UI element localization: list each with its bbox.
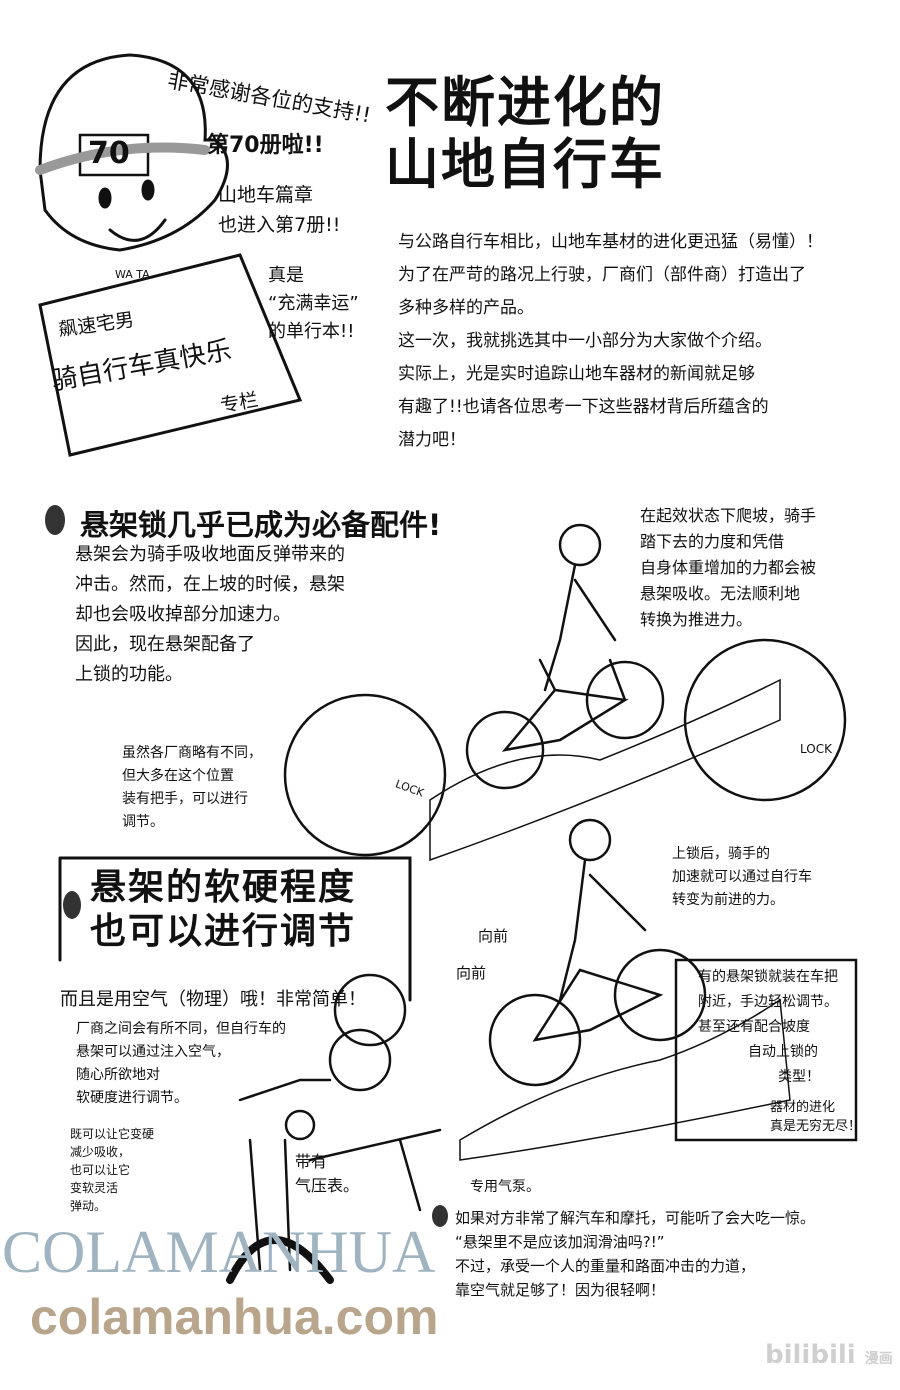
character-head — [38, 53, 229, 252]
section2-heading: 悬架的软硬程度 也可以进行调节 — [90, 866, 356, 954]
note-line: 带有 — [295, 1152, 328, 1171]
sign-board — [38, 253, 303, 457]
note-line: 转换为推进力。 — [640, 610, 753, 629]
intro-line: 多种多样的产品。 — [398, 298, 534, 318]
page-title: 不断进化的 山地自行车 — [385, 72, 665, 196]
body-line: 因此，现在悬架配备了 — [75, 634, 255, 655]
forward-label: 向前 — [478, 927, 509, 945]
intro-paragraph: 与公路自行车相比，山地车基材的进化更迅猛（易懂）！ 为了在严苛的路况上行驶，厂商… — [398, 226, 823, 457]
bike-locked-illustration — [459, 818, 791, 1161]
note-line: 减少吸收， — [70, 1145, 131, 1159]
note-line: 加速就可以通过自行车 — [672, 869, 812, 885]
chapter-line: 山地车篇章 — [218, 184, 314, 206]
bullet-icon — [63, 891, 81, 919]
body-line: 软硬度进行调节。 — [76, 1090, 188, 1106]
lock-closeup-right — [683, 638, 847, 802]
watermark-brand-text: COLAMANHUA — [2, 1219, 436, 1285]
note-line: 变软灵活 — [70, 1181, 119, 1195]
intro-line: 实际上，光是实时追踪山地车器材的新闻就足够 — [398, 364, 755, 384]
body-line: 悬架可以通过注入空气， — [76, 1044, 230, 1060]
closing-line: 不过，承受一个人的重量和路面冲击的力道， — [455, 1257, 756, 1275]
title-line: 山地自行车 — [385, 133, 665, 196]
note-line: 上锁后，骑手的 — [672, 846, 770, 862]
body-line: 厂商之间会有所不同，但自行车的 — [76, 1021, 286, 1037]
note-line: 调节。 — [122, 814, 164, 830]
body-line: 上锁的功能。 — [75, 664, 183, 685]
note-line: 转变为前进的力。 — [672, 892, 784, 908]
heading-line: 也可以进行调节 — [90, 911, 357, 952]
closing-paragraph: 如果对方非常了解汽车和摩托，可能听了会大吃一惊。 “悬架里不是应该加润滑油吗?!… — [455, 1206, 815, 1302]
bullet-icon — [432, 1205, 448, 1227]
lucky-text: 真是 “充满幸运” 的单行本!! — [268, 262, 359, 346]
climb-note: 在起效状态下爬坡，骑手 踏下去的力度和凭借 自身体重增加的力都会被 悬架吸收。无… — [640, 503, 816, 633]
body-line: 却也会吸收掉部分加速力。 — [75, 604, 291, 625]
note-box-text: 有的悬架锁就装在车把 附近，手边轻松调节。 甚至还有配合坡度 自动上锁的 类型！ — [698, 965, 838, 1090]
note-box — [674, 958, 858, 1142]
body-line: 随心所欲地对 — [76, 1067, 160, 1083]
bilibili-logo: bilibili 漫画 — [765, 1340, 893, 1370]
note-line: 既可以让它变硬 — [70, 1127, 155, 1141]
locked-note: 上锁后，骑手的 加速就可以通过自行车 转变为前进的力。 — [672, 843, 812, 912]
note-line: 虽然各厂商略有不同， — [122, 745, 262, 761]
body-line: 冲击。然而，在上坡的时候，悬架 — [75, 574, 345, 595]
intro-line: 有趣了!!也请各位思考一下这些器材背后所蕴含的 — [398, 397, 769, 417]
note-line: 附近，手边轻松调节。 — [698, 994, 838, 1010]
section1-body: 悬架会为骑手吸收地面反弹带来的 冲击。然而，在上坡的时候，悬架 却也会吸收掉部分… — [75, 540, 345, 690]
lock-position-note: 虽然各厂商略有不同， 但大多在这个位置 装有把手，可以进行 调节。 — [122, 742, 262, 834]
bike-climbing-illustration — [429, 523, 781, 862]
lucky-line: 的单行本!! — [268, 321, 355, 342]
note-line: 弹动。 — [70, 1199, 107, 1213]
note-line: 悬架吸收。无法顺利地 — [640, 584, 801, 603]
lock-closeup-left — [283, 693, 447, 857]
intro-line: 这一次，我就挑选其中一小部分为大家做个介绍。 — [398, 331, 772, 351]
note-line: 真是无穷无尽！ — [770, 1119, 862, 1134]
note-line: 器材的进化 — [770, 1100, 836, 1115]
section2-subhead: 而且是用空气（物理）哦！非常简单！ — [60, 989, 366, 1010]
watermark-site: colamanhua.com — [30, 1289, 439, 1345]
forward-label: 向前 — [456, 964, 487, 982]
closing-line: “悬架里不是应该加润滑油吗?!” — [455, 1233, 665, 1251]
pump-illustration — [226, 973, 442, 1284]
note-line: 踏下去的力度和凭借 — [640, 532, 785, 551]
bilibili-sub: 漫画 — [864, 1351, 893, 1367]
heading-line: 悬架的软硬程度 — [90, 867, 357, 908]
note-line: 在起效状态下爬坡，骑手 — [640, 506, 817, 525]
lucky-line: “充满幸运” — [268, 293, 359, 314]
closing-line: 如果对方非常了解汽车和摩托，可能听了会大吃一惊。 — [455, 1209, 816, 1227]
note-line: 气压表。 — [295, 1176, 360, 1195]
note-line: 装有把手，可以进行 — [122, 791, 248, 807]
chapter-text: 山地车篇章 也进入第7册!! — [218, 180, 340, 240]
note-line: 自动上锁的 — [748, 1044, 818, 1060]
bilibili-text: bilibili — [765, 1340, 856, 1370]
intro-line: 为了在严苛的路况上行驶，厂商们（部件商）打造出了 — [398, 265, 806, 285]
note-line: 自身体重增加的力都会被 — [640, 558, 817, 577]
cap-number: 70 — [88, 136, 130, 171]
lucky-line: 真是 — [268, 265, 304, 286]
note-line: 但大多在这个位置 — [122, 768, 234, 784]
intro-line: 潜力吧！ — [398, 430, 466, 450]
note-line: 有的悬架锁就装在车把 — [698, 969, 838, 985]
note-line: 也可以让它 — [70, 1163, 131, 1177]
chapter-line: 也进入第7册!! — [218, 214, 341, 236]
note-box-end: 器材的进化 真是无穷无尽！ — [770, 1098, 861, 1136]
shirt-logo: WA TA — [115, 268, 150, 281]
closing-line: 靠空气就足够了！因为很轻啊！ — [455, 1281, 666, 1299]
volume-text: 第70册啦!! — [207, 133, 324, 158]
note-line: 类型！ — [778, 1069, 820, 1085]
section1-heading: 悬架锁几乎已成为必备配件! — [80, 508, 442, 542]
lock-label-right: LOCK — [800, 742, 832, 756]
gauge-note: 带有 气压表。 — [295, 1150, 359, 1198]
pump-label: 专用气泵。 — [470, 1179, 540, 1195]
hardness-note: 既可以让它变硬 减少吸收， 也可以让它 变软灵活 弹动。 — [70, 1125, 154, 1215]
bullet-icon — [45, 505, 65, 535]
intro-line: 与公路自行车相比，山地车基材的进化更迅猛（易懂）！ — [398, 232, 823, 252]
title-line: 不断进化的 — [385, 71, 665, 134]
section2-frame — [58, 856, 412, 1002]
body-line: 悬架会为骑手吸收地面反弹带来的 — [75, 544, 345, 565]
watermark-brand: COLAMANHUA — [2, 1222, 435, 1282]
section2-body: 厂商之间会有所不同，但自行车的 悬架可以通过注入空气， 随心所欲地对 软硬度进行… — [76, 1018, 286, 1110]
note-line: 甚至还有配合坡度 — [698, 1019, 810, 1035]
